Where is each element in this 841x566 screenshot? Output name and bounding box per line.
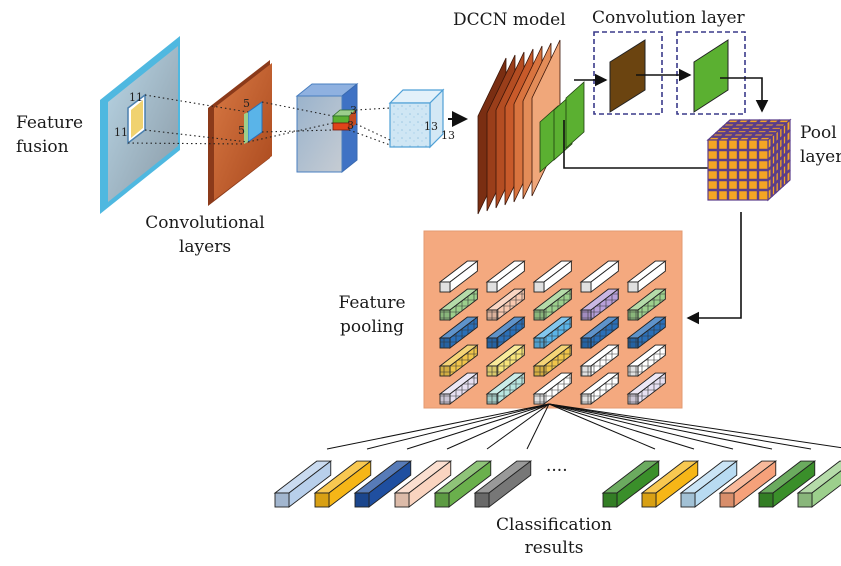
pool-bar-r1-c2 (485, 260, 526, 293)
pool-cube-grid (708, 119, 791, 200)
fan-line-5 (486, 403, 550, 450)
convolution-layer-label: Convolution layer (592, 8, 745, 28)
projection-lines (127, 94, 391, 146)
pool-bar-r5-c1 (438, 372, 479, 405)
pool-bar-r2-c4 (579, 288, 620, 321)
pool-bar-r2-c5 (626, 288, 667, 321)
results-ellipsis: ···· (546, 461, 568, 481)
dim-5-top: 5 (243, 97, 250, 110)
pool-bar-r4-c2 (485, 344, 526, 377)
result-bar-12 (796, 460, 841, 508)
pool-layer-line-2: layer (800, 147, 841, 167)
convolutional-layers-line-2: layers (178, 237, 232, 257)
pool-layer-line-1: Pool (800, 123, 837, 143)
pool-bar-r2-c2 (485, 288, 526, 321)
conv-kernel (244, 101, 263, 144)
feature-pooling-line-2: pooling (339, 317, 405, 337)
fan-line-1 (326, 403, 550, 450)
fan-line-7 (548, 403, 656, 450)
conv-slab (208, 60, 272, 206)
blue-block (295, 82, 359, 174)
fan-line-4 (446, 403, 550, 450)
dim-11-side: 11 (114, 126, 128, 139)
conv-box-1 (593, 31, 663, 115)
classification-results-line-1: Classification (496, 515, 612, 535)
fan-line-3 (406, 403, 550, 450)
dccn-model-label: DCCN model (453, 10, 566, 30)
pool-bar-r5-c4 (579, 372, 620, 405)
feature-fusion-line-2: fusion (16, 137, 69, 157)
dccn-stack (477, 39, 585, 215)
input-kernel (127, 93, 146, 145)
classification-bars (273, 460, 841, 508)
result-bar-9 (679, 460, 739, 508)
output-cube (388, 88, 445, 149)
dim-13-a: 13 (424, 120, 438, 133)
pool-bar-r3-c3 (532, 316, 573, 349)
conv-box-2 (676, 31, 746, 115)
small-kernel (331, 109, 358, 131)
result-bar-3 (353, 460, 413, 508)
result-bar-4 (393, 460, 453, 508)
convolutional-layers-line-1: Convolutional (145, 213, 265, 233)
pool-bar-r3-c5 (626, 316, 667, 349)
result-bar-10 (718, 460, 778, 508)
pool-bar-r3-c4 (579, 316, 620, 349)
pool-bar-r3-c1 (438, 316, 479, 349)
pool-bar-r4-c1 (438, 344, 479, 377)
flow-arrows (563, 68, 769, 325)
pool-bar-r2-c1 (438, 288, 479, 321)
classification-results-line-2: results (524, 538, 584, 558)
pool-cube (706, 118, 792, 202)
result-bar-5 (433, 460, 493, 508)
feature-fusion-line-1: Feature (16, 113, 84, 133)
pool-bar-r1-c3 (532, 260, 573, 293)
dimension-labels: 11 11 5 5 3 3 13 13 (114, 91, 455, 142)
pool-bar-r4-c4 (579, 344, 620, 377)
fan-line-11 (548, 403, 812, 450)
result-bar-1 (273, 460, 333, 508)
pool-bar-r3-c2 (485, 316, 526, 349)
pool-bar-r5-c3 (532, 372, 573, 405)
dim-3-top: 3 (350, 104, 357, 117)
classification-fan (326, 403, 841, 450)
feature-pooling-line-1: Feature (338, 293, 406, 313)
result-bar-8 (640, 460, 700, 508)
dccn-green-map-3 (565, 81, 585, 149)
fan-line-2 (366, 403, 550, 450)
dim-3-side: 3 (347, 119, 354, 132)
pool-bar-r1-c5 (626, 260, 667, 293)
pool-bar-r1-c1 (438, 260, 479, 293)
pool-bar-r5-c2 (485, 372, 526, 405)
fan-line-9 (548, 403, 734, 450)
result-bar-2 (313, 460, 373, 508)
pool-bar-r1-c4 (579, 260, 620, 293)
fan-line-6 (526, 403, 550, 450)
result-bar-7 (601, 460, 661, 508)
fan-line-10 (548, 403, 773, 450)
pool-bar-r4-c3 (532, 344, 573, 377)
pool-bar-r2-c3 (532, 288, 573, 321)
pooling-bars (438, 260, 667, 405)
pool-bar-r5-c5 (626, 372, 667, 405)
dim-11-top: 11 (129, 91, 143, 104)
dim-13-b: 13 (441, 129, 455, 142)
result-bar-6 (473, 460, 533, 508)
conv-map-brown (609, 39, 646, 113)
pool-bar-r4-c5 (626, 344, 667, 377)
dim-5-side: 5 (238, 124, 245, 137)
result-bar-11 (757, 460, 817, 508)
fan-line-8 (548, 403, 695, 450)
conv-map-green (693, 39, 729, 113)
fan-line-12 (548, 403, 841, 449)
